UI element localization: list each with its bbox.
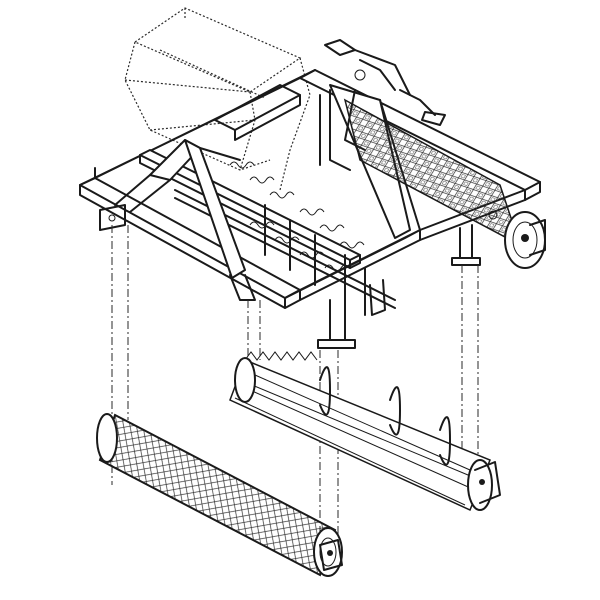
crumbler-roller-exploded bbox=[229, 351, 501, 512]
hopper-phantom-outline bbox=[124, 7, 311, 191]
hydraulic-fitting bbox=[324, 39, 446, 126]
rear-mesh-roller-mounted bbox=[343, 98, 546, 269]
alignment-lines bbox=[111, 225, 479, 545]
mesh-roller-exploded bbox=[96, 413, 343, 577]
hitch-a-frame bbox=[99, 139, 256, 301]
frame-legs bbox=[317, 224, 481, 349]
spring-tine-row bbox=[229, 161, 366, 316]
